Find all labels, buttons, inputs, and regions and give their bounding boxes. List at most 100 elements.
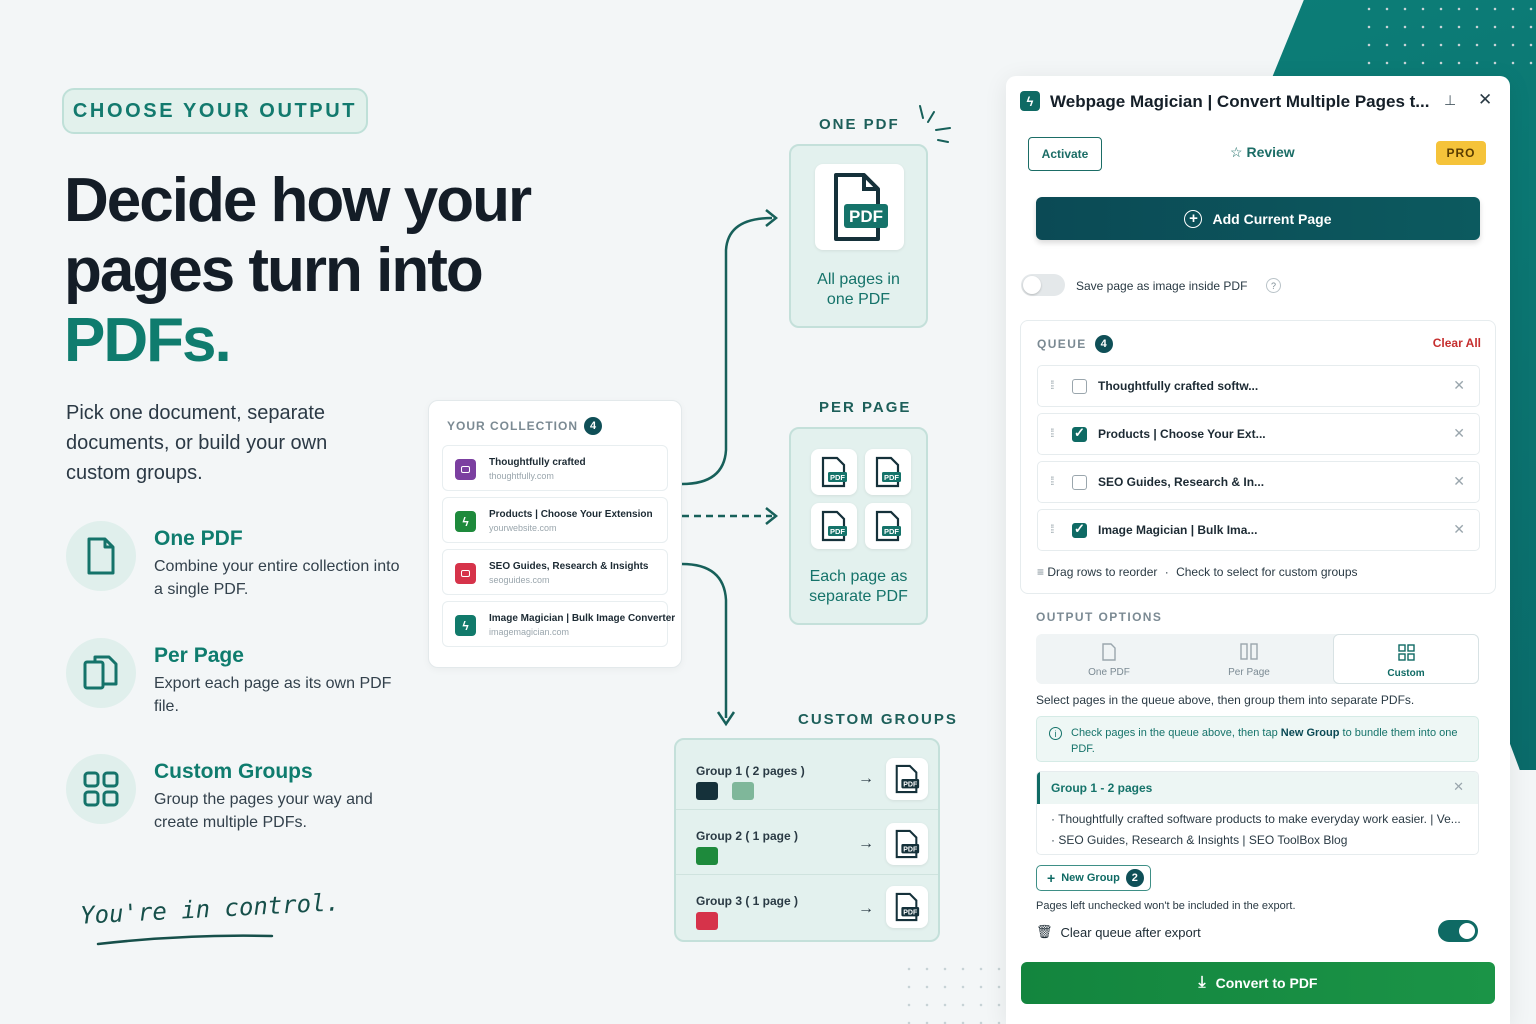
queue-row-label: SEO Guides, Research & In... <box>1098 475 1265 489</box>
output-options-title: OUTPUT OPTIONS <box>1036 610 1163 624</box>
site-favicon-icon: ϟ <box>455 615 476 636</box>
group-card: Group 1 - 2 pages ✕ · Thoughtfully craft… <box>1036 771 1479 855</box>
caption-line: Each page as <box>809 568 908 585</box>
tagline-underline <box>96 934 274 946</box>
clear-all-button[interactable]: Clear All <box>1432 336 1481 350</box>
menu-lines-icon: ≡ <box>1037 565 1045 579</box>
save-as-image-toggle[interactable] <box>1021 274 1065 296</box>
download-icon: ⤓ <box>1198 974 1206 991</box>
tagline: You're in control. <box>79 888 341 930</box>
group-row: Group 3 ( 1 page ) → PDF <box>676 876 938 940</box>
drag-handle-icon[interactable]: ⁞⁞ <box>1050 378 1054 392</box>
tab-per-page[interactable]: Per Page <box>1176 634 1322 684</box>
queue-row[interactable]: ⁞⁞ Image Magician | Bulk Ima... ✕ <box>1037 509 1480 551</box>
app-logo-icon: ϟ <box>1020 91 1040 111</box>
queue-row-label: Thoughtfully crafted softw... <box>1098 379 1259 393</box>
star-icon: ☆ <box>1230 144 1243 160</box>
pdf-label: PDF <box>884 527 899 536</box>
queue-row[interactable]: ⁞⁞ Products | Choose Your Ext... ✕ <box>1037 413 1480 455</box>
tab-custom[interactable]: Custom <box>1333 634 1479 684</box>
lead-text: Pick one document, separate documents, o… <box>66 402 328 484</box>
remove-group-icon[interactable]: ✕ <box>1453 779 1464 794</box>
drag-handle-icon[interactable]: ⁞⁞ <box>1050 522 1054 536</box>
feature-title: Custom Groups <box>154 760 313 783</box>
feature-desc: Combine your entire collection into a si… <box>154 558 400 598</box>
collection-card: YOUR COLLECTION 4 Thoughtfully crafted t… <box>428 400 682 668</box>
convert-label: Convert to PDF <box>1215 975 1318 991</box>
queue-row-checkbox[interactable] <box>1072 475 1087 490</box>
review-label: Review <box>1246 144 1295 160</box>
collection-item-domain: yourwebsite.com <box>489 523 557 533</box>
new-group-count-badge: 2 <box>1125 869 1144 887</box>
grid-icon <box>1398 644 1415 661</box>
add-current-page-button[interactable]: + Add Current Page <box>1036 197 1480 240</box>
group-card-item: · SEO Guides, Research & Insights | SEO … <box>1051 833 1348 847</box>
collection-item-title: Products | Choose Your Extension <box>489 509 653 520</box>
queue-count-badge: 4 <box>1094 335 1113 353</box>
pdf-file-icon: PDF <box>886 823 928 865</box>
tab-one-pdf[interactable]: One PDF <box>1036 634 1182 684</box>
remove-row-icon[interactable]: ✕ <box>1453 473 1465 489</box>
queue-row[interactable]: ⁞⁞ Thoughtfully crafted softw... ✕ <box>1037 365 1480 407</box>
collection-item-domain: imagemagician.com <box>489 627 570 637</box>
help-icon[interactable]: ? <box>1266 278 1281 293</box>
info-bold: New Group <box>1280 727 1340 739</box>
info-prefix: Check pages in the queue above, then tap <box>1071 727 1281 739</box>
info-icon: i <box>1049 727 1062 740</box>
queue-row-checkbox[interactable] <box>1072 521 1087 538</box>
queue-row-label: Products | Choose Your Ext... <box>1098 427 1266 441</box>
pdf-file-icon: PDF <box>886 758 928 800</box>
unchecked-note: Pages left unchecked won't be included i… <box>1036 900 1296 912</box>
queue-row-label: Image Magician | Bulk Ima... <box>1098 523 1258 537</box>
pdf-label: PDF <box>830 473 845 482</box>
new-group-button[interactable]: + New Group 2 <box>1036 865 1151 891</box>
pdf-label: PDF <box>903 909 918 916</box>
activate-button[interactable]: Activate <box>1028 137 1102 171</box>
convert-to-pdf-button[interactable]: ⤓ Convert to PDF <box>1021 962 1495 1004</box>
info-suffix: to bundle them into one PDF. <box>1071 727 1458 755</box>
group-card-item: · Thoughtfully crafted software products… <box>1051 812 1461 826</box>
queue-header: QUEUE 4 <box>1037 335 1113 353</box>
pro-badge[interactable]: PRO <box>1436 141 1486 165</box>
pin-icon[interactable]: ⊥ <box>1444 92 1457 108</box>
collection-item-domain: seoguides.com <box>489 575 550 585</box>
custom-groups-label: CUSTOM GROUPS <box>798 711 958 728</box>
output-options-section: OUTPUT OPTIONS One PDF Per Page Custom S… <box>1020 600 1496 955</box>
pdf-file-icon: PDF <box>865 503 911 549</box>
review-link[interactable]: ☆ Review <box>1230 144 1295 161</box>
pdf-file-icon: PDF <box>811 449 857 495</box>
plus-circle-icon: + <box>1184 209 1203 228</box>
one-pdf-box: PDF All pages in one PDF <box>789 144 928 328</box>
queue-row-checkbox[interactable] <box>1072 379 1087 394</box>
pdf-file-icon: PDF <box>886 886 928 928</box>
drag-handle-icon[interactable]: ⁞⁞ <box>1050 474 1054 488</box>
clear-queue-toggle[interactable] <box>1438 920 1478 942</box>
group-label: Group 1 ( 2 pages ) <box>696 764 805 778</box>
headline: Decide how your pages turn into PDFs. <box>64 166 534 376</box>
queue-row[interactable]: ⁞⁞ SEO Guides, Research & In... ✕ <box>1037 461 1480 503</box>
arrow-right-icon: → <box>858 835 874 852</box>
hint-reorder: Drag rows to reorder <box>1047 565 1158 579</box>
clear-queue-row: 🗑 Clear queue after export <box>1036 924 1201 940</box>
site-favicon-icon <box>455 563 476 584</box>
site-favicon-icon: ϟ <box>455 511 476 532</box>
collection-item-domain: thoughtfully.com <box>489 471 554 481</box>
drag-handle-icon[interactable]: ⁞⁞ <box>1050 426 1054 440</box>
clear-queue-label: Clear queue after export <box>1060 924 1201 940</box>
queue-row-checkbox[interactable] <box>1072 425 1087 442</box>
caption-line: separate PDF <box>809 588 908 605</box>
feature-title: Per Page <box>154 644 244 667</box>
collection-title: YOUR COLLECTION <box>447 419 578 433</box>
collection-header: YOUR COLLECTION 4 <box>447 417 602 435</box>
remove-row-icon[interactable]: ✕ <box>1453 521 1465 537</box>
per-page-caption: Each page as separate PDF <box>791 567 926 607</box>
pdf-file-icon: PDF <box>811 503 857 549</box>
output-tabs: One PDF Per Page Custom <box>1036 634 1479 684</box>
one-pdf-caption: All pages in one PDF <box>791 270 926 310</box>
feature-desc: Export each page as its own PDF file. <box>154 675 392 715</box>
per-page-label: PER PAGE <box>819 399 912 416</box>
close-icon[interactable]: ✕ <box>1478 90 1493 109</box>
dot-pattern <box>1360 0 1536 76</box>
remove-row-icon[interactable]: ✕ <box>1453 377 1465 393</box>
remove-row-icon[interactable]: ✕ <box>1453 425 1465 441</box>
